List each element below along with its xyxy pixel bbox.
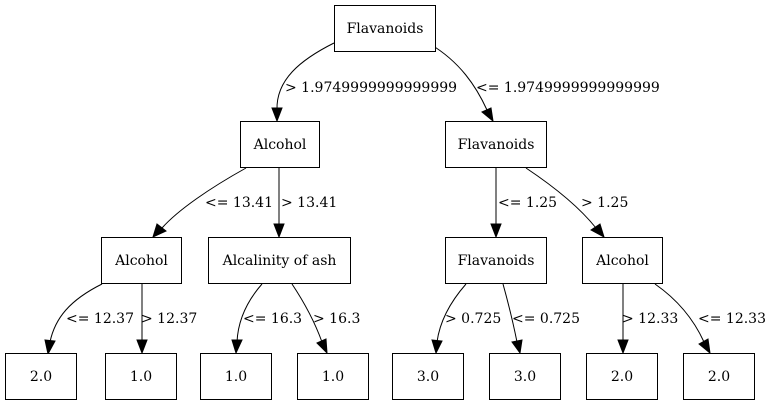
leaf-rrr-label: 2.0 [708, 369, 730, 385]
edge-label-root-right: <= 1.9749999999999999 [476, 80, 660, 96]
node-ll-label: Alcohol [114, 253, 168, 269]
node-rr-label: Alcohol [595, 253, 649, 269]
edge-root-to-alcohol [271, 42, 335, 123]
edge-flavanoids-to-leaf-3b [502, 283, 523, 355]
leaf-lrr-label: 1.0 [322, 369, 344, 385]
node-root: Flavanoids [334, 5, 436, 52]
edge-label-flavanoids-gt: > 0.725 [445, 311, 501, 327]
node-l: Alcohol [240, 121, 320, 168]
edge-label-flavanoids-le: <= 0.725 [512, 311, 580, 327]
node-rl-label: Flavanoids [458, 253, 535, 269]
leaf-rrl-label: 2.0 [611, 369, 633, 385]
leaf-rll: 3.0 [392, 353, 464, 400]
edge-label-alcohol-left: <= 13.41 [205, 195, 273, 211]
node-l-label: Alcohol [253, 137, 307, 153]
edge-label-alcohol-ll: <= 12.37 [66, 311, 134, 327]
edge-flavanoids-to-leaf-3a [431, 283, 467, 355]
edges: > 1.9749999999999999 <= 1.97499999999999… [44, 42, 766, 356]
node-lr: Alcalinity of ash [208, 237, 351, 284]
node-lr-label: Alcalinity of ash [222, 253, 337, 269]
edge-flavanoids-to-alcohol [525, 167, 605, 239]
node-root-label: Flavanoids [347, 21, 424, 37]
edge-root-to-flavanoids [429, 43, 494, 123]
edge-flavanoids-to-flavanoids [490, 168, 502, 239]
edge-label-alcohol-gt: > 12.33 [622, 311, 678, 327]
edge-alcalinity-to-leaf-right [291, 283, 328, 355]
edge-alcalinity-to-leaf-left [231, 283, 263, 355]
node-ll: Alcohol [101, 237, 182, 284]
node-r: Flavanoids [445, 121, 547, 168]
leaf-lrl-label: 1.0 [225, 369, 247, 385]
edge-label-flavanoids-right: > 1.25 [581, 195, 628, 211]
edge-label-alcohol-lr: > 12.37 [141, 311, 197, 327]
edge-label-alcalinity-left: <= 16.3 [243, 311, 302, 327]
leaf-rll-label: 3.0 [417, 369, 439, 385]
leaf-lll-label: 2.0 [30, 369, 52, 385]
edge-alcohol-to-alcalinity [273, 168, 285, 239]
node-r-label: Flavanoids [458, 137, 535, 153]
edge-label-flavanoids-left: <= 1.25 [498, 195, 557, 211]
leaf-rrr: 2.0 [683, 353, 755, 400]
leaf-llr: 1.0 [105, 353, 177, 400]
leaf-rrl: 2.0 [586, 353, 658, 400]
edge-label-alcalinity-right: > 16.3 [313, 311, 360, 327]
edge-alcohol-to-leaf-2 [44, 283, 103, 356]
node-rl: Flavanoids [445, 237, 547, 284]
node-rr: Alcohol [582, 237, 663, 284]
leaf-lrr: 1.0 [297, 353, 369, 400]
edge-label-alcohol-right: > 13.41 [281, 195, 337, 211]
leaf-rlr: 3.0 [489, 353, 561, 400]
edge-alcohol-to-leaf-1 [136, 284, 148, 355]
edge-alcohol-to-leaf-2b [654, 283, 711, 355]
nodes: Flavanoids Alcohol Flavanoids Alcohol Al… [5, 5, 755, 400]
edge-alcohol-to-leaf-2a [617, 284, 629, 355]
leaf-llr-label: 1.0 [130, 369, 152, 385]
leaf-rlr-label: 3.0 [514, 369, 536, 385]
edge-label-root-left: > 1.9749999999999999 [285, 80, 457, 96]
leaf-lrl: 1.0 [200, 353, 272, 400]
edge-label-alcohol-le: <= 12.33 [698, 311, 766, 327]
edge-alcohol-to-alcohol [152, 167, 247, 238]
leaf-lll: 2.0 [5, 353, 77, 400]
